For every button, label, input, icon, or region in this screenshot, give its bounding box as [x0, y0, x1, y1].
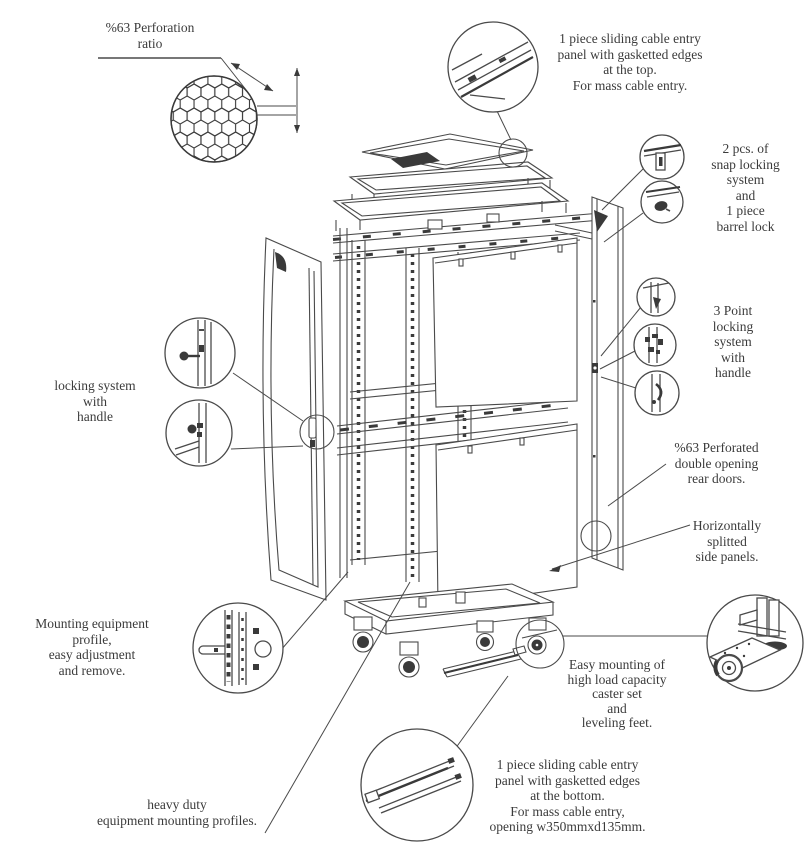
label-line: caster set: [592, 686, 642, 701]
label-line: profile,: [72, 631, 112, 647]
label-line: and: [607, 700, 627, 716]
label-line: with: [720, 349, 745, 365]
label-line: %63 Perforation: [105, 20, 195, 35]
label-caster-set: Easy mounting of high load capacity cast…: [540, 657, 694, 731]
label-line: Easy mounting of: [569, 657, 665, 672]
label-line: at the top.: [603, 62, 657, 77]
label-line: system: [714, 334, 752, 349]
label-line: at the bottom.: [530, 788, 605, 803]
rear-door: [591, 196, 624, 571]
highlight-circles: [299, 138, 612, 669]
callout-top-cable-entry: [447, 21, 539, 113]
label-mounting-profile: Mounting equipment profile, easy adjustm…: [10, 616, 174, 678]
callout-barrel-lock: [640, 180, 684, 224]
label-top-cable-entry: 1 piece sliding cable entry panel with g…: [515, 31, 745, 93]
label-line: Horizontally: [692, 518, 762, 533]
side-panel-lower: [435, 423, 578, 608]
callout-bottom-cable-entry: [360, 728, 474, 842]
side-panel-upper: [432, 237, 578, 408]
top-roof-frames: [332, 161, 570, 231]
label-bottom-cable-entry: 1 piece sliding cable entry panel with g…: [455, 757, 680, 835]
highlight-caster-circle: [515, 619, 565, 669]
label-line: snap locking: [711, 156, 780, 172]
label-line: %63 Perforated: [674, 440, 759, 455]
label-line: high load capacity: [567, 671, 667, 687]
callouts: [164, 21, 804, 842]
label-line: 3 Point: [713, 303, 753, 318]
label-locking-system: locking system with handle: [28, 378, 162, 425]
label-line: system: [726, 172, 765, 187]
callout-snap-lock: [639, 134, 685, 180]
label-line: handle: [77, 409, 113, 424]
caster-wheels: [352, 616, 558, 678]
label-line: panel with gasketted edges: [494, 772, 641, 788]
label-line: and remove.: [58, 662, 126, 678]
label-rear-doors: %63 Perforated double opening rear doors…: [649, 440, 784, 487]
base-frame: [343, 583, 556, 635]
label-line: handle: [715, 365, 751, 380]
callout-threepoint-middle: [633, 323, 677, 367]
label-line: splitted: [707, 533, 747, 549]
callout-threepoint-top: [636, 277, 676, 317]
label-line: 1 piece sliding cable entry: [559, 31, 701, 46]
callout-door-lock-upper: [164, 317, 236, 389]
label-line: and: [735, 187, 756, 203]
label-three-point-locking: 3 Point locking system with handle: [688, 303, 778, 381]
callout-perforation-detail: [170, 75, 258, 163]
callout-door-lock-lower: [165, 399, 233, 467]
label-line: 2 pcs. of: [722, 141, 769, 156]
label-line: For mass cable entry,: [510, 803, 625, 819]
label-line: 1 piece: [726, 203, 765, 218]
label-line: heavy duty: [147, 797, 207, 812]
label-line: leveling feet.: [581, 715, 653, 730]
label-heavy-duty: heavy duty equipment mounting profiles.: [50, 797, 304, 828]
label-line: rear doors.: [687, 471, 746, 486]
highlight-door-handle-circle: [299, 414, 335, 450]
callout-threepoint-bottom: [634, 370, 680, 416]
label-snap-locking: 2 pcs. of snap locking system and 1 piec…: [693, 141, 798, 234]
highlight-top-panel-circle: [498, 138, 528, 168]
label-line: double opening: [674, 455, 759, 471]
label-line: ratio: [137, 35, 163, 51]
label-line: barrel lock: [716, 218, 775, 234]
label-line: locking system: [54, 378, 136, 393]
label-line: For mass cable entry.: [572, 77, 688, 93]
callout-mounting-profile: [192, 602, 284, 694]
callout-caster-detail: [706, 594, 804, 692]
label-side-panels: Horizontally splitted side panels.: [670, 518, 784, 565]
label-line: easy adjustment: [48, 647, 136, 662]
label-line: with: [82, 393, 107, 409]
front-door: [262, 237, 327, 601]
label-line: equipment mounting profiles.: [96, 812, 258, 828]
label-line: locking: [712, 318, 754, 334]
label-line: 1 piece sliding cable entry: [496, 757, 639, 772]
label-line: side panels.: [695, 549, 759, 564]
top-sliding-panel: [361, 133, 534, 170]
label-perforation-ratio: %63 Perforation ratio: [80, 20, 220, 51]
label-line: panel with gasketted edges: [557, 46, 703, 62]
label-line: Mounting equipment: [35, 616, 149, 631]
dimension-arrows: [230, 62, 300, 133]
cabinet-drawing: [262, 133, 624, 678]
label-line: opening w350mmxd135mm.: [489, 819, 646, 834]
leader-lines: [98, 57, 707, 834]
highlight-rear-door-circle: [580, 520, 612, 552]
